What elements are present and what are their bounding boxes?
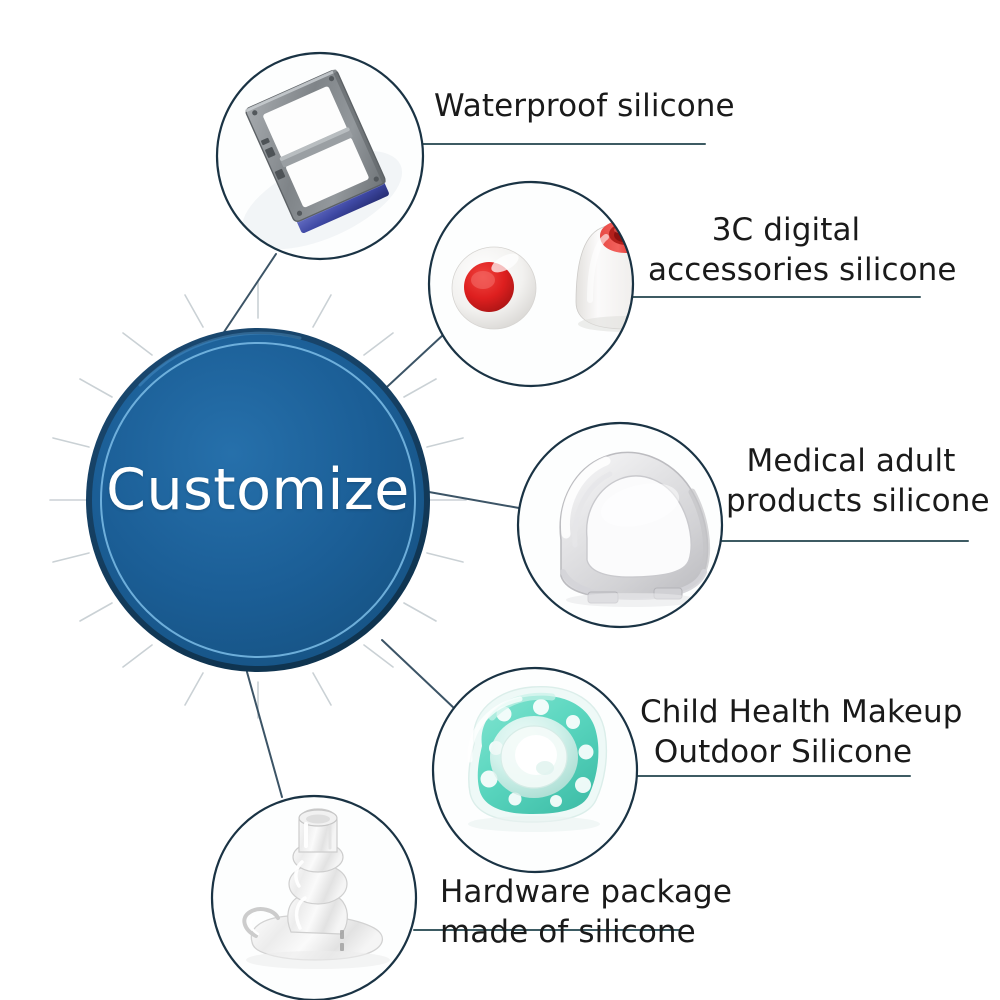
label-waterproof-silicone: Waterproof silicone	[434, 86, 735, 126]
earbud-tip-top-view-icon	[451, 246, 537, 330]
label-underlines	[413, 143, 969, 931]
product-circle-hardware-package[interactable]	[210, 794, 418, 1000]
product-circle-waterproof-silicone[interactable]	[215, 51, 425, 270]
center-hub-circle[interactable]	[86, 328, 430, 672]
label-line: products silicone	[726, 483, 990, 520]
label-line: Medical adult	[746, 443, 956, 479]
label-3c-digital-accessories-silicone: 3C digital accessories silicone	[648, 210, 957, 291]
label-hardware-package-made-of-silicone: Hardware package made of silicone	[440, 872, 732, 953]
label-line: made of silicone	[440, 914, 696, 951]
product-circle-child-health-outdoor[interactable]	[431, 666, 639, 874]
label-line: Child Health Makeup	[640, 694, 963, 730]
label-medical-adult-products-silicone: Medical adult products silicone	[726, 441, 990, 522]
label-line: 3C digital	[711, 212, 861, 248]
label-line: Waterproof silicone	[434, 88, 735, 124]
connector-to-medical	[428, 491, 520, 509]
label-line: accessories silicone	[648, 252, 957, 289]
connector-to-hardware	[246, 671, 283, 798]
product-circle-medical-adult-products[interactable]	[516, 421, 724, 629]
label-line: Hardware package	[440, 874, 732, 910]
sim-card-tray-icon	[245, 69, 389, 234]
label-line: Outdoor Silicone	[653, 734, 913, 771]
product-circle-3c-digital-accessories[interactable]	[427, 180, 675, 388]
connector-to-waterproof	[215, 253, 277, 345]
label-child-health-makeup-outdoor-silicone: Child Health Makeup Outdoor Silicone	[640, 692, 963, 773]
connector-to-child	[381, 639, 456, 710]
hub-radial-spokes	[49, 281, 467, 719]
